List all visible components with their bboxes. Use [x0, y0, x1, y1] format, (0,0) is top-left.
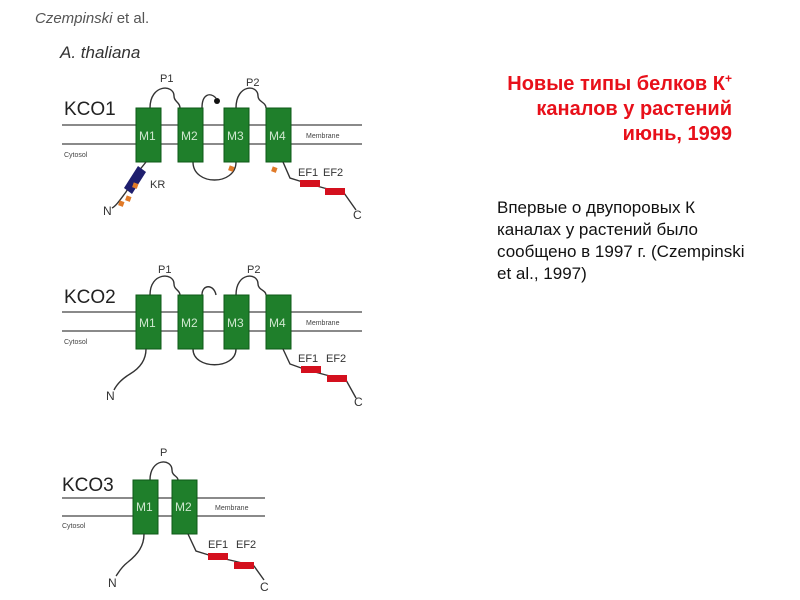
ef-hand — [234, 562, 254, 569]
pore-loop-p2 — [235, 87, 267, 109]
membrane-label: Membrane — [306, 320, 340, 327]
n-terminus-label: N — [106, 389, 115, 403]
phospho-site — [125, 195, 132, 202]
kr-domain — [124, 166, 146, 194]
segment-label: M3 — [227, 129, 244, 143]
title-line-3: июнь, 1999 — [622, 122, 732, 145]
extracellular-loop — [201, 286, 217, 296]
transmembrane-segment — [223, 294, 250, 350]
ef-hand-label: EF1 — [298, 167, 318, 179]
cytosolic-loop — [192, 161, 237, 181]
transmembrane-segment — [135, 294, 162, 350]
slide-title: Новые типы белков К+ каналов у растений … — [402, 66, 732, 147]
pore-loop-p2 — [235, 275, 267, 296]
segment-label: M1 — [136, 500, 153, 514]
ef-hand-label: EF1 — [298, 353, 318, 365]
ef-hand-label: EF2 — [326, 353, 346, 365]
pore-label: P1 — [160, 73, 173, 85]
extracellular-loop — [201, 94, 217, 109]
ef-hand — [301, 366, 321, 373]
panel-name: KCO2 — [64, 287, 116, 308]
pore-label: P — [160, 447, 167, 459]
panel-name: KCO1 — [64, 99, 116, 120]
ef-hand — [208, 553, 228, 560]
kr-label: KR — [150, 179, 165, 191]
segment-label: M2 — [181, 316, 198, 330]
pore-loop-p — [149, 461, 179, 481]
n-terminus-tail — [113, 348, 147, 391]
phospho-site — [118, 200, 125, 207]
n-terminus-tail — [115, 533, 145, 577]
phospho-site — [228, 165, 235, 172]
phospho-site — [271, 166, 278, 173]
cytosolic-loop — [192, 348, 237, 366]
c-terminus-label: C — [260, 580, 269, 594]
species-label: A. thaliana — [59, 43, 140, 62]
cytosol-label: Cytosol — [64, 339, 88, 346]
cytosol-label: Cytosol — [62, 523, 86, 530]
kco2-panel: KCO2 Membrane Cytosol P1 P2 M1 M2 M3 M4 … — [62, 264, 363, 409]
pore-label: P2 — [247, 264, 260, 276]
segment-label: M2 — [181, 129, 198, 143]
transmembrane-segment — [265, 107, 292, 163]
membrane-label: Membrane — [306, 133, 340, 140]
phospho-site — [132, 182, 139, 189]
ef-hand — [300, 180, 320, 187]
kco1-panel: KCO1 Membrane Cytosol P1 P2 M1 M2 M3 M4 … — [62, 73, 362, 222]
c-terminus-label: C — [354, 395, 363, 409]
transmembrane-segment — [177, 107, 204, 163]
transmembrane-segment — [132, 479, 159, 535]
n-terminus-label: N — [103, 204, 112, 218]
ef-hand — [325, 188, 345, 195]
segment-label: M1 — [139, 129, 156, 143]
kco3-panel: KCO3 Membrane Cytosol P M1 M2 N EF1 EF2 … — [62, 447, 269, 594]
pore-loop-p1 — [149, 275, 181, 296]
slide-note: Впервые о двупоровых К каналах у растени… — [497, 198, 745, 283]
pore-label: P2 — [246, 77, 259, 89]
loop-end-dot — [214, 98, 220, 104]
transmembrane-segment — [265, 294, 292, 350]
transmembrane-segment — [177, 294, 204, 350]
n-terminus-label: N — [108, 576, 117, 590]
membrane-label: Membrane — [215, 505, 249, 512]
transmembrane-segment — [171, 479, 198, 535]
segment-label: M2 — [175, 500, 192, 514]
segment-label: M3 — [227, 316, 244, 330]
transmembrane-segment — [223, 107, 250, 163]
title-line-2: каналов у растений — [536, 97, 732, 120]
title-line-1: Новые типы белков К+ — [507, 71, 732, 95]
figure-citation: Czempinski et al. — [35, 10, 149, 27]
pore-loop-p1 — [149, 87, 181, 109]
pore-label: P1 — [158, 264, 171, 276]
segment-label: M4 — [269, 316, 286, 330]
ef-hand — [327, 375, 347, 382]
c-terminus-label: C — [353, 208, 362, 222]
ef-hand-label: EF2 — [236, 539, 256, 551]
segment-label: M1 — [139, 316, 156, 330]
transmembrane-segment — [135, 107, 162, 163]
panel-name: KCO3 — [62, 475, 114, 496]
ef-hand-label: EF2 — [323, 167, 343, 179]
n-terminus-tail — [111, 161, 147, 209]
ef-hand-label: EF1 — [208, 539, 228, 551]
cytosol-label: Cytosol — [64, 152, 88, 159]
segment-label: M4 — [269, 129, 286, 143]
